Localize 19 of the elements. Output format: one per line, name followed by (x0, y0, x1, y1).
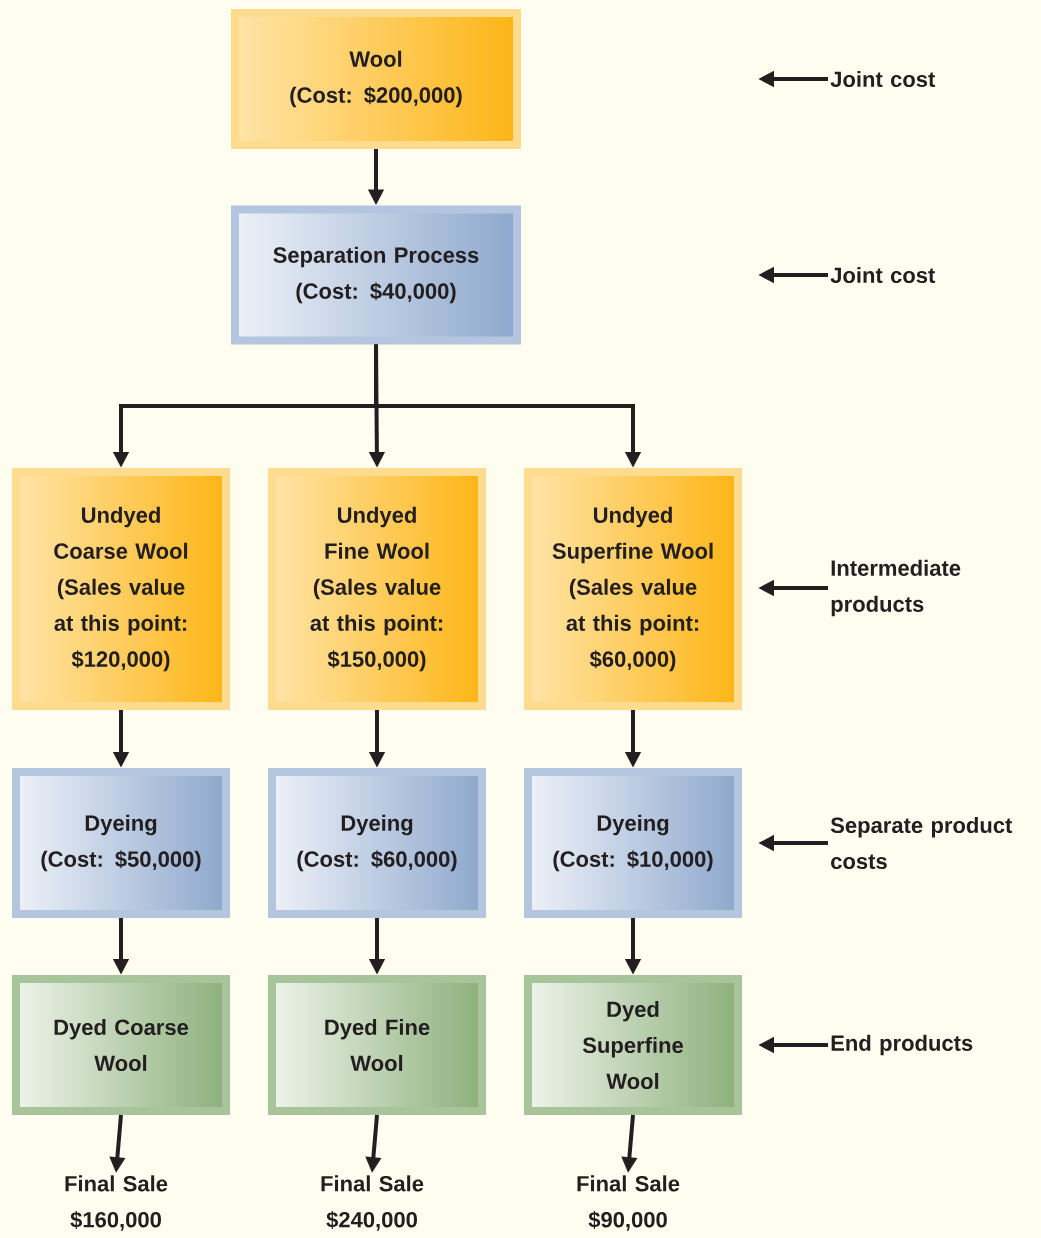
side-label: End products (831, 1034, 973, 1056)
product-box: Dyed Coarse Wool (12, 975, 230, 1115)
final-sale-text: Final Sale $90,000 (577, 1175, 680, 1231)
process-box: Separation Process (Cost: $40,000) (231, 205, 521, 345)
process-box: Dyeing (Cost: $50,000) (12, 768, 230, 918)
product-box: Dyed Superfine Wool (524, 975, 742, 1115)
final-sale-text: Final Sale $160,000 (65, 1175, 168, 1231)
cost-box: Undyed Superfine Wool (Sales value at this point: $60,000) (524, 468, 742, 710)
process-box: Dyeing (Cost: $10,000) (524, 768, 742, 918)
side-label: Joint cost (830, 70, 936, 88)
product-box: Dyed Fine Wool (268, 975, 486, 1115)
side-label: Separate product costs (830, 816, 1013, 870)
side-label: Intermediate products (831, 559, 961, 617)
cost-box: Wool (Cost: $200,000) (231, 9, 521, 149)
process-box: Dyeing (Cost: $60,000) (268, 768, 486, 918)
cost-box: Undyed Fine Wool (Sales value at this point: $150,000) (268, 468, 486, 710)
cost-box: Undyed Coarse Wool (Sales value at this point: $120,000) (12, 468, 230, 710)
side-label: Joint cost (830, 266, 936, 284)
final-sale-text: Final Sale $240,000 (321, 1175, 424, 1231)
